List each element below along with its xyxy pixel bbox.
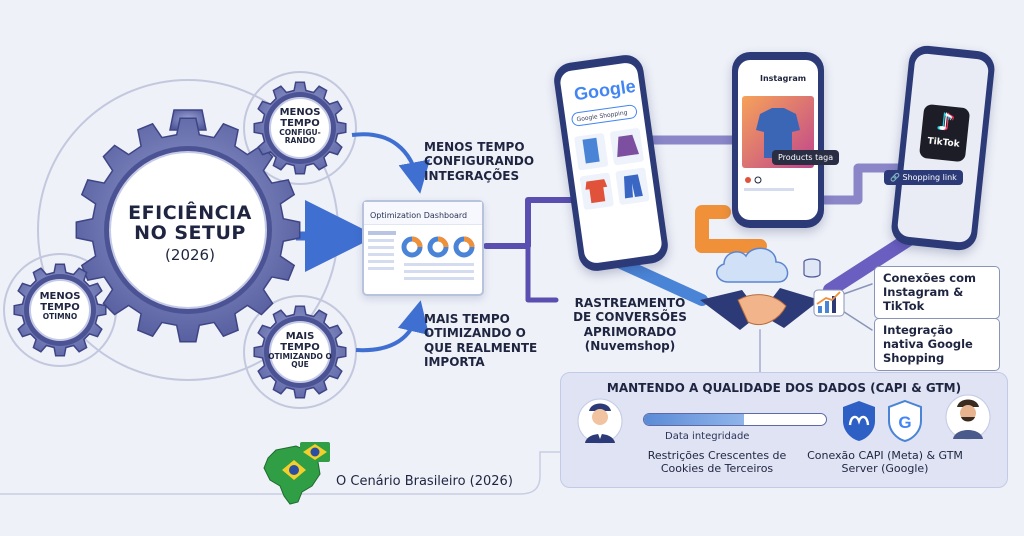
google-phone-screen: Google Google Shopping [558,61,664,265]
google-logo-text: Google [572,75,637,105]
google-search-text: Google Shopping [576,109,628,124]
instagram-logo: Instagram [760,74,807,83]
arrow-bottom [355,300,430,353]
bottom-frame [0,451,560,495]
handshake-shape [700,288,820,330]
caption-tracking: RASTREAMENTO DE CONVERSÕES APRIMORADO (N… [572,296,688,354]
left-gear-face [29,279,91,341]
left-gear-label: MENOS TEMPO OTIMNO [26,291,94,321]
bottom-gear-label: MAIS TEMPO OTIMIZANDO O QUE [266,331,334,369]
bottom-gear-line1: MAIS TEMPO [280,331,320,353]
panel-title: MANTENDO A QUALIDADE DOS DADOS (CAPI & G… [606,381,962,395]
growth-chart-shape [813,289,845,317]
meta-shield-icon [843,401,875,441]
caption-tracking-sub: (Nuvemshop) [584,339,676,354]
left-gear-line2: OTIMNO [42,312,78,321]
integrity-label: Data integridade [665,431,750,442]
big-gear-year: (2026) [165,245,215,264]
database-shape [803,258,821,278]
tiktok-logo-tile: ♪ TikTok [918,103,971,163]
top-gear [253,81,347,175]
left-gear [13,263,107,357]
tiktok-note-icon: ♪ [936,107,955,137]
optimization-dashboard: Optimization Dashboard [362,200,484,296]
big-gear-label: EFICIÊNCIA NO SETUP (2026) [116,202,264,264]
google-product-grid [574,128,650,210]
google-phone: Google Google Shopping [551,52,671,274]
integrity-fill [644,414,745,425]
tiktok-phone-screen: ♪ TikTok [896,52,990,244]
top-gear-face [269,97,331,159]
instagram-phone-screen: Instagram [738,60,818,220]
left-caption: Restrições Crescentes de Cookies de Terc… [647,449,787,476]
caption-top: MENOS TEMPO CONFIGURANDO INTEGRAÇÕES [424,140,535,183]
top-gear-line1: MENOS TEMPO [279,107,321,129]
tiktok-shopping-link-text: Shopping link [902,173,957,182]
link-icon: 🔗 [890,173,900,182]
big-gear [75,117,301,343]
instagram-phone: Instagram [732,52,824,228]
brazil-flag-shape [300,442,330,462]
big-gear-face [109,151,267,309]
arrow-top [351,132,431,194]
card-google-shopping: Integração nativa Google Shopping [874,318,1000,372]
left-gear-line1: MENOS TEMPO [39,291,81,313]
google-search-bar[interactable]: Google Shopping [570,103,638,127]
top-gear-line2: CONFIGU-RANDO [279,128,321,145]
instagram-post [742,96,814,191]
big-gear-title: EFICIÊNCIA NO SETUP [128,202,252,244]
google-shield-icon: G [888,399,922,443]
caption-tracking-title: RASTREAMENTO DE CONVERSÕES APRIMORADO [573,296,687,339]
person-left-icon [577,398,623,444]
dashboard-title: Optimization Dashboard [364,202,482,225]
person-right-icon [945,394,991,440]
integrity-bar [643,413,827,426]
right-caption: Conexão CAPI (Meta) & GTM Server (Google… [807,449,963,476]
instagram-product-tag[interactable]: Products taga [772,150,840,165]
bottom-gear-line2: OTIMIZANDO O QUE [268,352,332,369]
bottom-gear [253,305,347,399]
svg-text:G: G [898,413,911,432]
top-gear-label: MENOS TEMPO CONFIGU-RANDO [266,107,334,145]
google-logo: Google [573,76,637,105]
bottom-gear-face [269,321,331,383]
cloud-shape [716,247,789,283]
card-instagram-tiktok: Conexões com Instagram & TikTok [874,266,1000,320]
caption-bottom: MAIS TEMPO OTIMIZANDO O QUE REALMENTE IM… [424,312,538,370]
data-quality-panel: MANTENDO A QUALIDADE DOS DADOS (CAPI & G… [560,372,1008,488]
dashboard-widgets [368,231,475,280]
tiktok-shopping-link[interactable]: 🔗 Shopping link [884,170,963,185]
footer-label: O Cenário Brasileiro (2026) [336,474,513,489]
